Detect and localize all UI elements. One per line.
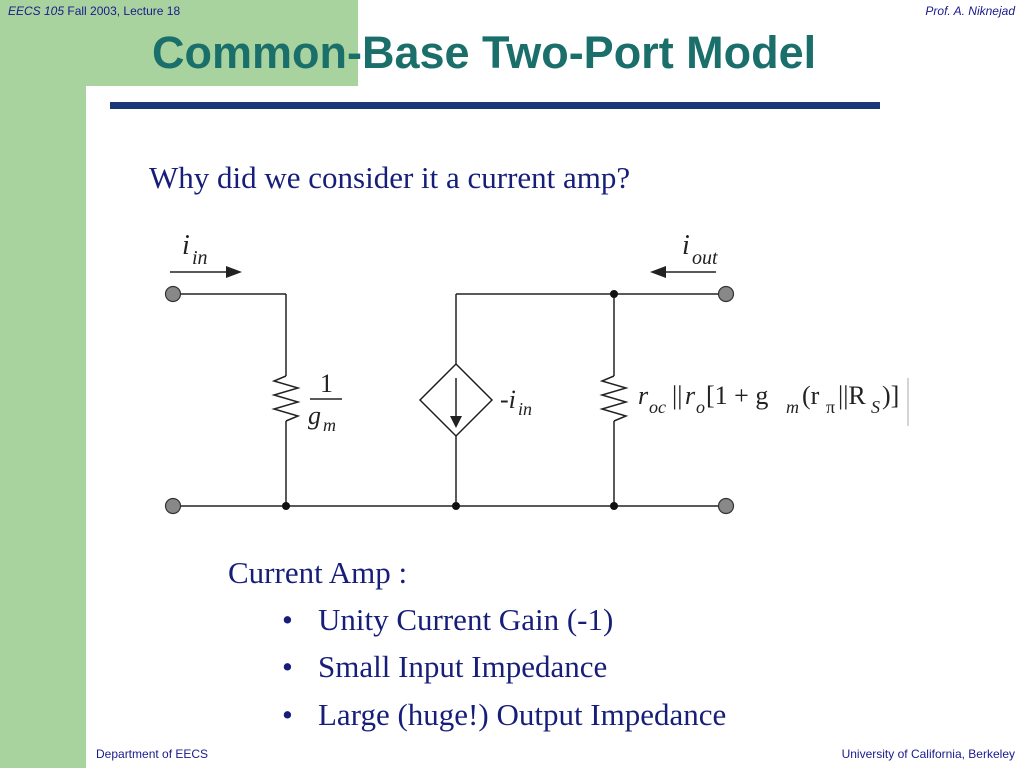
slide-title: Common-Base Two-Port Model (152, 27, 817, 78)
input-terminal-bottom (164, 497, 182, 515)
output-current-arrow (650, 266, 666, 278)
input-resistor (271, 375, 301, 422)
junction-dot (282, 502, 290, 510)
bullet-dot: • (282, 649, 293, 684)
course-code: EECS 105 (8, 4, 65, 18)
slide-question: Why did we consider it a current amp? (149, 160, 631, 195)
svg-text:r: r (685, 381, 696, 410)
sidebar-band (0, 0, 86, 768)
footer-university: University of California, Berkeley (841, 747, 1015, 761)
junction-dot (610, 502, 618, 510)
output-current-label: i (682, 230, 690, 261)
input-current-arrow (226, 266, 242, 278)
svg-text:m: m (786, 397, 799, 417)
input-terminal-top (164, 285, 182, 303)
input-current-label: i (182, 230, 190, 261)
source-label: -i (500, 385, 516, 414)
bullet-item: •Large (huge!) Output Impedance (282, 697, 727, 732)
source-label-subscript: in (518, 399, 532, 419)
svg-text:||R: ||R (838, 381, 866, 410)
input-current-subscript: in (192, 247, 208, 269)
bullet-dot: • (282, 697, 293, 732)
title-underline (110, 102, 880, 109)
svg-text:||: || (672, 381, 682, 410)
svg-text:oc: oc (649, 397, 666, 417)
footer-department: Department of EECS (96, 747, 209, 761)
output-resistor (599, 375, 629, 422)
author-header: Prof. A. Niknejad (925, 4, 1015, 18)
svg-text:)]: )] (882, 381, 899, 410)
svg-text:[1 + g: [1 + g (706, 381, 768, 410)
svg-text:o: o (696, 397, 705, 417)
output-terminal-top (717, 285, 735, 303)
svg-text:r: r (638, 381, 649, 410)
output-resistance-expression: r oc || r o [1 + g m (r π ||R S )] (638, 381, 899, 417)
svg-text:S: S (871, 397, 880, 417)
header-band (0, 0, 358, 86)
dependent-current-source (418, 362, 494, 438)
course-header: EECS 105 Fall 2003, Lecture 18 (8, 4, 180, 18)
svg-text:(r: (r (802, 381, 820, 410)
junction-dot (610, 290, 618, 298)
input-resistor-numerator: 1 (320, 369, 333, 398)
junction-dot (452, 502, 460, 510)
source-arrow-head (450, 416, 462, 428)
input-resistor-denominator: g (308, 401, 321, 430)
common-base-circuit-diagram: i in i out 1 g m -i in r oc || r o [1 + … (164, 230, 909, 515)
lecture-info: Fall 2003, Lecture 18 (64, 4, 181, 18)
input-resistor-subscript: m (323, 415, 336, 435)
output-current-subscript: out (692, 247, 718, 269)
bullet-item: •Unity Current Gain (-1) (282, 602, 614, 637)
output-terminal-bottom (717, 497, 735, 515)
summary-heading: Current Amp : (228, 555, 408, 590)
content-panel (86, 86, 1024, 768)
svg-text:π: π (826, 397, 835, 417)
bullet-dot: • (282, 602, 293, 637)
bullet-item: •Small Input Impedance (282, 649, 608, 684)
